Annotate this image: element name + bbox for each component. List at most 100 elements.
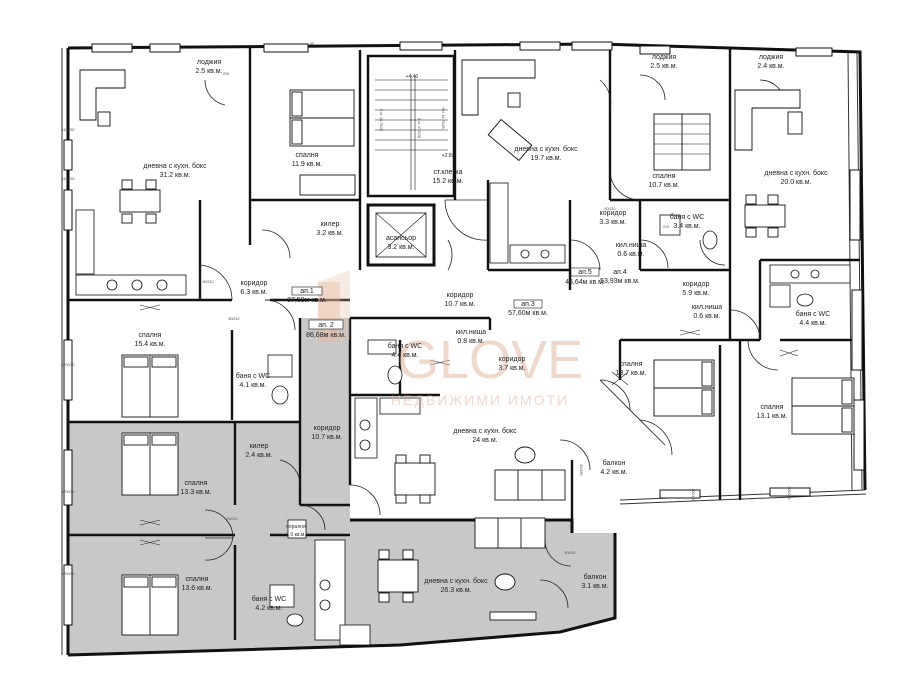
apartment-area-ap1: 87,59м кв.м. xyxy=(287,297,327,304)
room-area-spalnia-w1: 15.4 кв.м. xyxy=(134,341,165,348)
room-area-bania-sw: 4.2 кв.м. xyxy=(255,605,282,612)
room-name-balkon-s: балкон xyxy=(584,573,607,581)
room-area-bania-e: 4.4 кв.м. xyxy=(799,320,826,327)
room-area-spalnia-n2: 10.7 кв.м. xyxy=(648,182,679,189)
room-area-koridor-c2: 3.7 кв.м. xyxy=(498,365,525,372)
room-name-balkon-c: балкон xyxy=(603,459,626,467)
light-symbols xyxy=(139,304,799,546)
room-name-dnevna-ne: дневна с кухн. бокс xyxy=(764,169,828,177)
room-name-kil-nisha-1: кил.ниша xyxy=(616,242,646,249)
dim-14: 85 xyxy=(310,42,314,46)
stair-run-1: 9 ст. 16,76/28 xyxy=(379,109,383,131)
room-area-koridor-e: 5.9 кв.м. xyxy=(682,290,709,297)
dim-4: 170/150 xyxy=(62,490,75,494)
room-area-spalnia-w3: 13.6 кв.м. xyxy=(181,585,212,592)
dimension-marks: 110/235 110/235 170/150 170/150 170/150 … xyxy=(62,42,792,576)
room-name-asansior: асансьор xyxy=(386,235,416,242)
dim-12: 225 xyxy=(223,72,229,76)
room-area-balkon-s: 3.1 кв.м. xyxy=(581,583,608,590)
dim-3: 170/150 xyxy=(62,363,75,367)
dim-16: 90/210 xyxy=(565,551,576,555)
room-area-kil-nisha-1: 0.6 кв.м. xyxy=(617,251,644,258)
room-name-peralnia: пералня xyxy=(286,524,306,530)
dim-1: 110/235 xyxy=(62,128,75,132)
room-area-kiler-2: 2.4 кв.м. xyxy=(245,452,272,459)
kitchen-bath-fixtures xyxy=(75,182,851,646)
apartment-labels: ап.1 87,59м кв.м. ап. 2 86,68м кв.м. ап.… xyxy=(287,267,640,339)
stair-core xyxy=(366,54,456,267)
room-name-koridor-c: коридор xyxy=(447,292,474,299)
room-name-koridor-w: коридор xyxy=(241,280,268,287)
apartment-name-ap1: ап.1 xyxy=(300,288,314,295)
room-name-dnevna-c: дневна с кухн. бокс xyxy=(453,427,517,435)
room-area-koridor-n: 3.3 кв.м. xyxy=(599,219,626,226)
dim-8: 60/150 xyxy=(579,465,583,476)
room-name-spalnia-e: спалня xyxy=(761,404,784,411)
door-swings xyxy=(199,74,786,609)
apartment-name-ap3: ап.3 xyxy=(521,301,535,308)
room-name-bania-e: баня с WC xyxy=(796,310,830,318)
room-name-lodzhia-ne: лоджия xyxy=(759,54,784,61)
room-area-bania-c: 4.4 кв.м. xyxy=(391,352,418,359)
apartment-name-ap2: ап. 2 xyxy=(318,322,334,329)
room-name-st-kletka: ст.клетка xyxy=(433,169,462,176)
room-area-asansior: 3.2 кв.м. xyxy=(387,244,414,251)
interior-walls xyxy=(68,44,860,640)
apartment-area-ap2: 86,68м кв.м. xyxy=(306,332,346,339)
room-area-spalnia-e: 13.1 кв.м. xyxy=(756,413,787,420)
room-area-koridor-w: 6.3 кв.м. xyxy=(240,289,267,296)
room-name-spalnia-w2: спалня xyxy=(185,480,208,487)
room-area-balkon-c: 4.2 кв.м. xyxy=(600,469,627,476)
room-name-dnevna-n: дневна с кухн. бокс xyxy=(514,145,578,153)
room-area-kil-nisha-2: 0.6 кв.м. xyxy=(693,313,720,320)
room-name-koridor-sw: коридор xyxy=(314,425,341,432)
room-area-kiler-1: 3.2 кв.м. xyxy=(316,230,343,237)
dim-5: 170/150 xyxy=(62,572,75,576)
room-name-koridor-c2: коридор xyxy=(499,356,526,363)
apartment-area-ap5: 46,64м кв.м. xyxy=(565,279,605,286)
dim-13: 210 xyxy=(663,225,669,229)
apartment-area-ap4: 53,93м кв.м. xyxy=(600,278,640,285)
beds xyxy=(121,89,855,636)
room-area-spalnia-c: 13.7 кв.м. xyxy=(615,370,646,377)
watermark: GLOVE НЕДВИЖИМИ ИМОТИ xyxy=(318,270,583,408)
room-area-bania-w: 4.1 кв.м. xyxy=(239,382,266,389)
room-name-spalnia-n2: спалня xyxy=(653,173,676,180)
stair-annotations: +4.40 +2.89 9 ст. 16,76/28 8 ст. 17,0/28… xyxy=(379,74,455,159)
room-name-bania-sw: баня с WC xyxy=(252,595,286,603)
room-area-st-kletka: 15.2 кв.м. xyxy=(432,178,463,185)
room-name-koridor-n: коридор xyxy=(600,210,627,217)
room-area-dnevna-ne: 20.0 кв.м. xyxy=(780,179,811,186)
room-name-lodzhia-n: лоджия xyxy=(652,54,677,61)
room-area-koridor-sw: 10.7 кв.м. xyxy=(311,434,342,441)
stair-elevation-top: +4.40 xyxy=(406,74,419,80)
room-area-bania-n: 3.4 кв.м. xyxy=(673,223,700,230)
apartment-name-ap4: ап.4 xyxy=(613,269,627,276)
room-area-lodzhia-nw: 2.5 кв.м. xyxy=(195,68,222,75)
room-name-kil-nisha-2: кил.ниша xyxy=(692,304,722,311)
stair-run-2: 8 ст. 17,0/28 xyxy=(417,118,421,138)
room-name-spalnia-n1: спалня xyxy=(296,152,319,159)
room-name-lodzhia-nw: лоджия xyxy=(197,59,222,66)
room-name-dnevna-nw: дневна с кухн. бокс xyxy=(143,162,207,170)
room-area-dnevna-n: 19.7 кв.м. xyxy=(530,155,561,162)
room-area-dnevna-c: 24 кв.м. xyxy=(472,437,497,444)
room-name-bania-w: баня с WC xyxy=(236,372,270,380)
room-area-peralnia: 1.0 кв.м. xyxy=(286,532,305,538)
dim-2: 110/235 xyxy=(62,177,75,181)
furniture xyxy=(79,59,803,621)
dim-10: 80/210 xyxy=(229,317,240,321)
room-labels: лоджия 2.5 кв.м. дневна с кухн. бокс 31.… xyxy=(134,54,830,612)
apartment-name-ap5: ап.5 xyxy=(578,269,592,276)
room-name-kil-nisha-3: кил.ниша xyxy=(456,329,486,336)
windows xyxy=(63,41,865,626)
room-name-spalnia-w3: спалня xyxy=(186,576,209,583)
room-area-spalnia-n1: 11.9 кв.м. xyxy=(292,161,323,168)
dim-6: 100/150 xyxy=(691,489,695,502)
room-area-lodzhia-ne: 2.4 кв.м. xyxy=(757,63,784,70)
room-area-koridor-c: 10.7 кв.м. xyxy=(444,301,475,308)
room-name-koridor-e: коридор xyxy=(683,281,710,288)
dim-11: 70/210 xyxy=(227,517,238,521)
room-name-dnevna-s: дневна с кухн. бокс xyxy=(424,577,488,585)
